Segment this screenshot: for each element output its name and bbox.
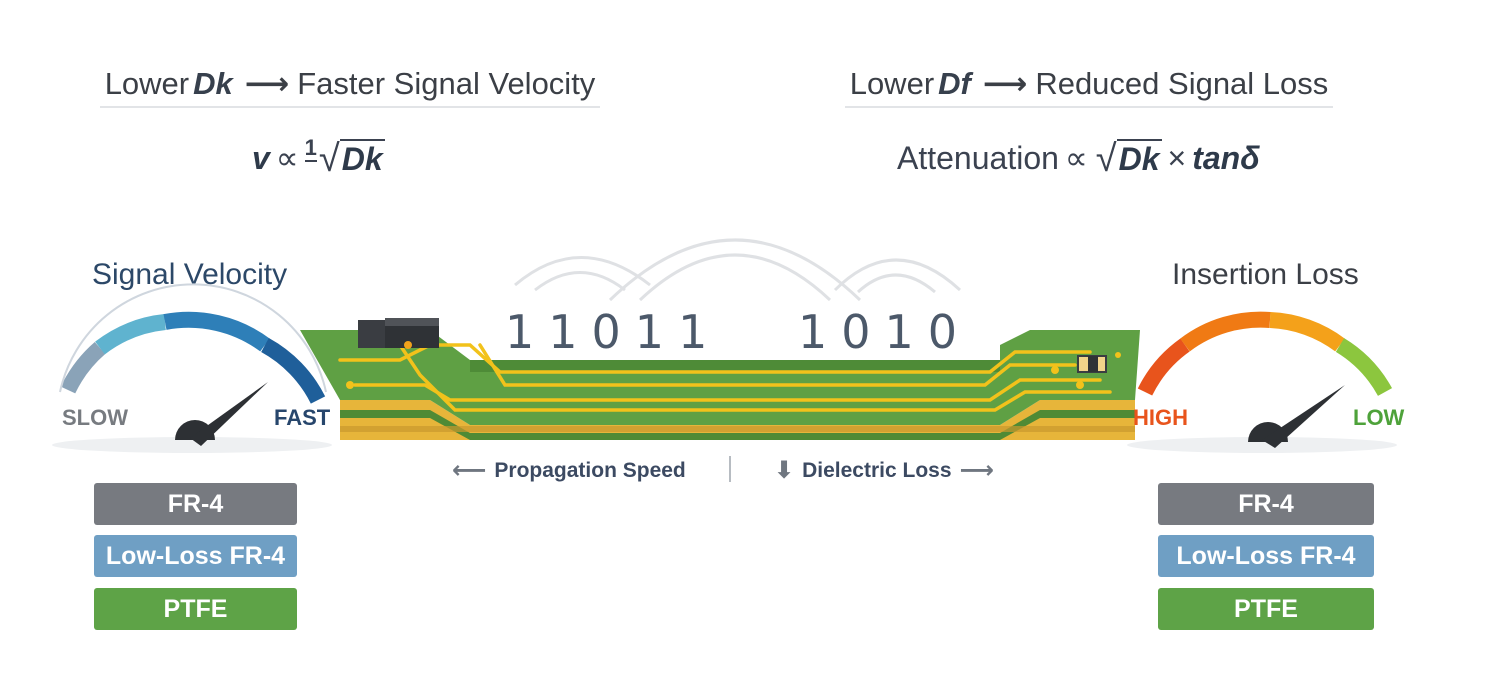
left-material-ptfe: PTFE xyxy=(94,588,297,630)
slow-label: SLOW xyxy=(62,405,128,430)
pcb-traces xyxy=(338,343,1112,412)
square-root: √ Dk xyxy=(318,137,385,180)
sqrt-icon: √ xyxy=(1095,137,1117,180)
loss-needle xyxy=(1262,385,1345,448)
gauge-segment-slow xyxy=(60,341,106,394)
velocity-formula: v ∝ 1 √ Dk xyxy=(252,135,385,180)
left-arrow-icon: ⟵ xyxy=(452,457,487,484)
left-material-fr4: FR-4 xyxy=(94,483,297,525)
proportional-symbol: ∝ xyxy=(275,140,299,176)
velocity-header-prefix: Lower xyxy=(104,66,190,101)
signal-velocity-title: Signal Velocity xyxy=(92,258,288,291)
velocity-header-symbol: Dk xyxy=(193,66,233,101)
velocity-needle xyxy=(190,382,268,446)
down-arrow-icon: ⬇ xyxy=(774,457,795,484)
fast-label: FAST xyxy=(274,405,331,430)
gauge-segment-mid xyxy=(1180,311,1271,352)
right-material-ptfe: PTFE xyxy=(1158,588,1374,630)
loss-header-symbol: Df xyxy=(938,66,971,101)
loss-header-prefix: Lower xyxy=(849,66,935,101)
right-arrow-icon: ⟶ xyxy=(982,66,1028,101)
sqrt-icon: √ xyxy=(318,137,340,180)
left-material-lowloss: Low-Loss FR-4 xyxy=(94,535,297,577)
formula-velocity-var: v xyxy=(252,139,270,176)
insertion-loss-title: Insertion Loss xyxy=(1172,258,1359,291)
chip-component xyxy=(358,318,439,349)
formula-root-term: Dk xyxy=(1116,138,1162,177)
low-label: LOW xyxy=(1353,405,1405,430)
bits-left: 11011 xyxy=(505,305,722,359)
formula-attenuation-word: Attenuation xyxy=(897,139,1059,176)
loss-header: Lower Df ⟶ Reduced Signal Loss xyxy=(845,62,1333,108)
pcb-pads xyxy=(346,352,1121,389)
formula-root-term: Dk xyxy=(339,138,385,177)
gauge-segment-mid xyxy=(95,314,167,355)
gauge-segment-lower xyxy=(1269,312,1345,352)
square-root: √ Dk xyxy=(1095,137,1162,180)
signal-waves xyxy=(514,238,962,302)
gauge-segment-fastest xyxy=(260,337,326,404)
right-arrow-icon: ⟶ xyxy=(244,66,290,101)
dielectric-loss-label: ⬇ Dielectric Loss ⟶ xyxy=(766,456,1002,485)
high-label: HIGH xyxy=(1133,405,1188,430)
loss-gauge xyxy=(1127,311,1397,453)
gauge-segment-fast xyxy=(163,311,270,352)
resistor-component xyxy=(1077,355,1107,373)
formula-tan-delta: tanδ xyxy=(1192,139,1260,176)
velocity-header: Lower Dk ⟶ Faster Signal Velocity xyxy=(100,62,600,108)
gauge-segment-high xyxy=(1137,338,1190,396)
velocity-gauge xyxy=(52,283,332,453)
attenuation-formula: Attenuation ∝ √ Dk × tanδ xyxy=(897,136,1260,180)
gauge-ticks xyxy=(1199,333,1319,358)
pcb-board xyxy=(300,318,1140,440)
formula-numerator: 1 xyxy=(304,135,317,163)
dielectric-loss-text: Dielectric Loss xyxy=(802,458,952,482)
proportional-symbol: ∝ xyxy=(1064,140,1088,176)
propagation-speed-text: Propagation Speed xyxy=(494,458,686,482)
right-material-lowloss: Low-Loss FR-4 xyxy=(1158,535,1374,577)
gauge-ticks xyxy=(129,334,273,377)
velocity-header-result: Faster Signal Velocity xyxy=(297,66,596,101)
right-arrow-icon: ⟶ xyxy=(959,457,994,484)
loss-header-result: Reduced Signal Loss xyxy=(1035,66,1329,101)
right-material-fr4: FR-4 xyxy=(1158,483,1374,525)
propagation-speed-label: ⟵ Propagation Speed xyxy=(444,456,686,485)
times-symbol: × xyxy=(1167,139,1187,176)
gauge-segment-low xyxy=(1335,338,1393,397)
bits-right: 1010 xyxy=(798,305,972,359)
